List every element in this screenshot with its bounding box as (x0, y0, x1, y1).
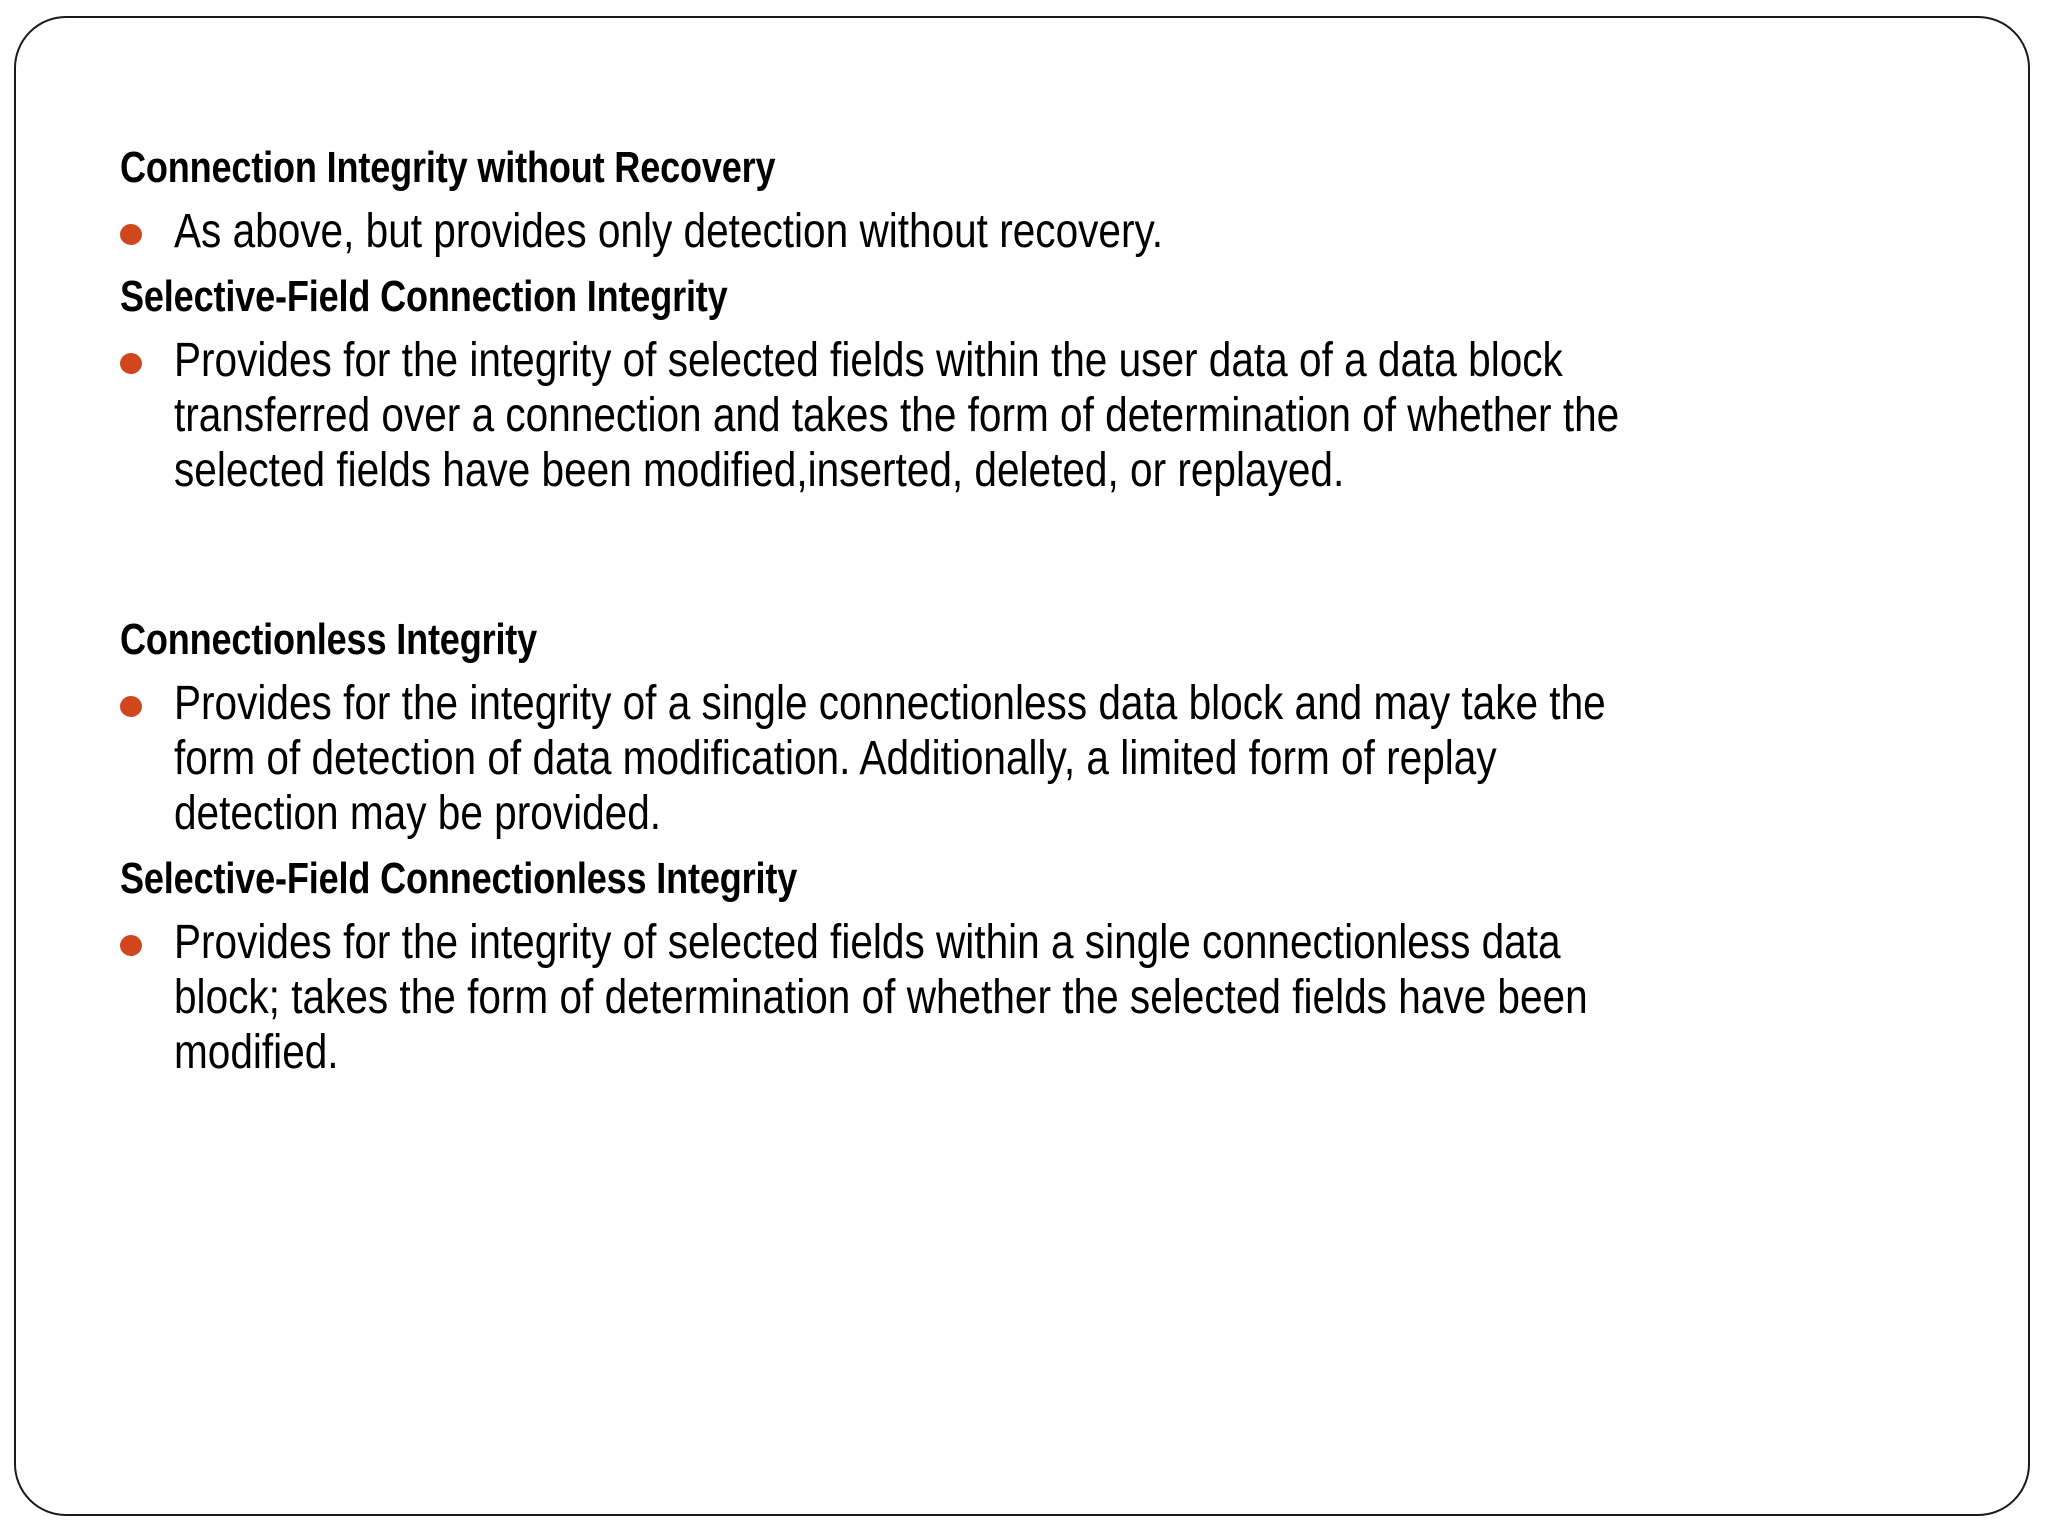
bullet-text: Provides for the integrity of selected f… (174, 334, 1620, 497)
bullet-text: Provides for the integrity of selected f… (174, 916, 1588, 1079)
bullet-dot-icon (120, 353, 142, 374)
section-heading: Connection Integrity without Recovery (120, 143, 776, 192)
section-heading: Selective-Field Connection Integrity (120, 272, 728, 321)
section-selective-field-connection-integrity: Selective-Field Connection Integrity Pro… (120, 259, 1940, 498)
heading-slot: Connectionless Integrity (120, 602, 1940, 662)
list-item: Provides for the integrity of selected f… (120, 915, 1940, 1080)
section-connectionless-integrity: Connectionless Integrity Provides for th… (120, 602, 1940, 841)
section-connection-integrity-without-recovery: Connection Integrity without Recovery As… (120, 130, 1940, 259)
section-heading: Connectionless Integrity (120, 615, 538, 664)
list-item: Provides for the integrity of selected f… (120, 333, 1940, 498)
bullet-dot-icon (120, 224, 142, 245)
heading-slot: Connection Integrity without Recovery (120, 130, 1940, 190)
list-item: Provides for the integrity of a single c… (120, 676, 1940, 841)
slide-frame: Connection Integrity without Recovery As… (14, 16, 2030, 1516)
bullet-dot-cell (120, 676, 174, 717)
heading-slot: Selective-Field Connection Integrity (120, 259, 1940, 319)
bullet-dot-cell (120, 333, 174, 374)
heading-slot: Selective-Field Connectionless Integrity (120, 841, 1940, 901)
slide-content: Connection Integrity without Recovery As… (120, 130, 1940, 1080)
bullet-text: As above, but provides only detection wi… (174, 205, 1164, 258)
bullet-dot-icon (120, 935, 142, 956)
section-selective-field-connectionless-integrity: Selective-Field Connectionless Integrity… (120, 841, 1940, 1080)
section-heading: Selective-Field Connectionless Integrity (120, 854, 798, 903)
bullet-dot-cell (120, 204, 174, 245)
bullet-text: Provides for the integrity of a single c… (174, 677, 1606, 840)
list-item: As above, but provides only detection wi… (120, 204, 1940, 259)
bullet-dot-icon (120, 696, 142, 717)
bullet-dot-cell (120, 915, 174, 956)
